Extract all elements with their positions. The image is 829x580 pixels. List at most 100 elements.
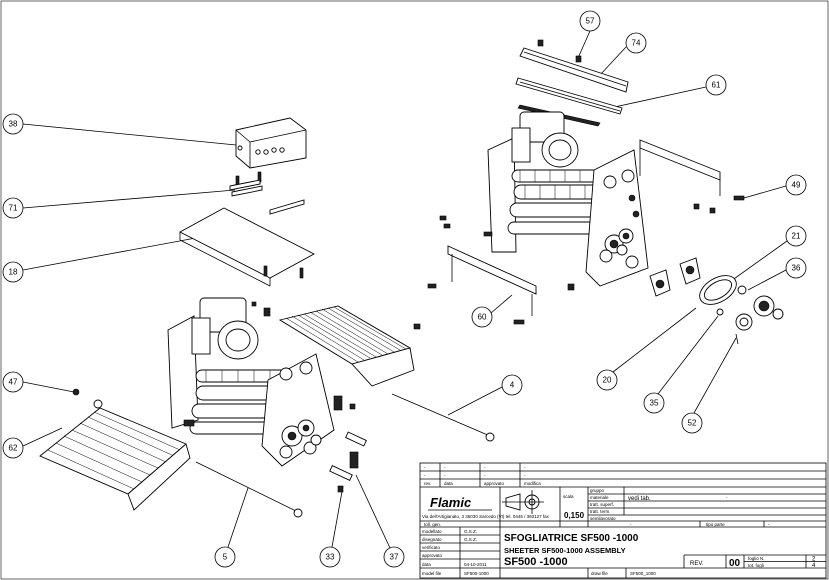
callout-balloon bbox=[625, 32, 647, 54]
callout-balloon bbox=[2, 197, 24, 219]
rev-dash-6: - bbox=[444, 473, 446, 478]
drawn-label: disegnato bbox=[422, 537, 442, 542]
callout-47: 47 bbox=[2, 371, 24, 393]
callout-number: 37 bbox=[390, 553, 399, 562]
semi-finished-label: semilavorato bbox=[590, 516, 616, 521]
callout-balloon bbox=[579, 10, 601, 32]
rev-label: rev. bbox=[424, 481, 431, 486]
front-support-bar bbox=[427, 245, 537, 325]
callout-number: 33 bbox=[326, 553, 335, 562]
group-label: gruppo bbox=[590, 488, 605, 493]
semi-finished-value: - bbox=[630, 522, 632, 527]
approved-label: approvato bbox=[422, 553, 443, 558]
callout-49: 49 bbox=[785, 174, 807, 196]
callout-number: 62 bbox=[9, 444, 18, 453]
company-logo: Flamic bbox=[430, 495, 472, 510]
callout-36: 36 bbox=[785, 257, 807, 279]
callout-number: 61 bbox=[712, 81, 721, 90]
upper-guard-assembly bbox=[515, 39, 629, 127]
rev-dash-1: - bbox=[424, 465, 426, 470]
draw-file-value: SF500_1000 bbox=[630, 571, 656, 576]
heat-treatment-label: tratt. term. bbox=[590, 509, 611, 514]
drawing-title-italian: SFOGLIATRICE SF500 -1000 bbox=[504, 533, 639, 544]
callout-71: 71 bbox=[2, 197, 24, 219]
callout-number: 35 bbox=[650, 399, 659, 408]
callout-balloon bbox=[2, 113, 24, 135]
callout-60: 60 bbox=[471, 306, 493, 328]
total-sheets-label: tot. fogli bbox=[748, 563, 764, 568]
part-type-value: - bbox=[768, 522, 770, 527]
revision-value: 00 bbox=[729, 558, 741, 569]
callout-balloon bbox=[2, 437, 24, 459]
revision-label: REV. bbox=[690, 561, 704, 567]
draw-file-label: draw file bbox=[591, 571, 608, 576]
callout-37: 37 bbox=[383, 546, 405, 568]
control-box bbox=[235, 117, 307, 187]
callout-number: 36 bbox=[792, 264, 801, 273]
total-sheets-value: 4 bbox=[812, 563, 816, 569]
leader-lines bbox=[22, 30, 788, 549]
callout-balloon bbox=[501, 374, 523, 396]
callout-number: 49 bbox=[792, 181, 801, 190]
sheet-number-value: 2 bbox=[812, 557, 816, 563]
title-block: - - - - - - - - rev. data approvato modi… bbox=[419, 462, 827, 579]
verified-label: verificato bbox=[422, 545, 441, 550]
rear-support-bar bbox=[639, 139, 721, 196]
callout-number: 18 bbox=[9, 268, 18, 277]
callout-number: 5 bbox=[223, 553, 228, 562]
sheet-number-label: foglio N. bbox=[748, 556, 765, 561]
drawing-code: SF500 -1000 bbox=[504, 556, 568, 568]
base-plate bbox=[179, 207, 315, 287]
callout-number: 47 bbox=[9, 378, 18, 387]
callout-number: 74 bbox=[632, 39, 641, 48]
model-file-label: model file bbox=[422, 571, 442, 576]
callout-35: 35 bbox=[643, 392, 665, 414]
callout-21: 21 bbox=[785, 225, 807, 247]
scale-label: scala bbox=[563, 494, 574, 499]
callout-number: 21 bbox=[792, 232, 801, 241]
rev-dash-2: - bbox=[444, 465, 446, 470]
date-label: data bbox=[422, 562, 431, 567]
callout-61: 61 bbox=[705, 74, 727, 96]
lower-conveyor-tray bbox=[39, 388, 191, 511]
callout-balloon bbox=[2, 261, 24, 283]
date-value: 04-10-2011 bbox=[464, 562, 487, 567]
rev-dash-7: - bbox=[484, 473, 486, 478]
material-label: materiale bbox=[590, 495, 609, 500]
modeled-label: modellato bbox=[422, 529, 442, 534]
surface-treatment-label: tratt. superf. bbox=[590, 502, 614, 507]
callout-balloon bbox=[2, 371, 24, 393]
callout-number: 4 bbox=[510, 381, 515, 390]
callout-number: 38 bbox=[9, 120, 18, 129]
modeled-value: G.S.Z. bbox=[464, 529, 477, 534]
callout-62: 62 bbox=[2, 437, 24, 459]
callout-balloon bbox=[785, 257, 807, 279]
upper-machine-frame bbox=[439, 111, 745, 291]
projection-symbol bbox=[502, 490, 544, 514]
callout-balloon bbox=[214, 546, 236, 568]
callout-balloon bbox=[643, 392, 665, 414]
rev-modification-label: modifica bbox=[524, 481, 541, 486]
upper-conveyor-tray bbox=[278, 305, 421, 387]
callout-number: 57 bbox=[586, 17, 595, 26]
callout-number: 60 bbox=[478, 313, 487, 322]
rev-approved-label: approvato bbox=[484, 481, 505, 486]
callout-number: 52 bbox=[688, 419, 697, 428]
callout-balloon bbox=[319, 546, 341, 568]
drawn-value: G.S.Z. bbox=[464, 537, 477, 542]
callout-5: 5 bbox=[214, 546, 236, 568]
callout-38: 38 bbox=[2, 113, 24, 135]
callout-balloon bbox=[383, 546, 405, 568]
callout-balloon bbox=[471, 306, 493, 328]
drive-belt-group bbox=[649, 257, 784, 345]
callout-number: 71 bbox=[9, 204, 18, 213]
callout-balloon bbox=[705, 74, 727, 96]
company-address: Via dell'Artigianato, 3 36030 Sarcedo (V… bbox=[422, 514, 550, 519]
callout-52: 52 bbox=[681, 412, 703, 434]
material-dash: - bbox=[726, 495, 728, 500]
model-file-value: SF500-1000 bbox=[464, 571, 489, 576]
callout-balloon bbox=[681, 412, 703, 434]
